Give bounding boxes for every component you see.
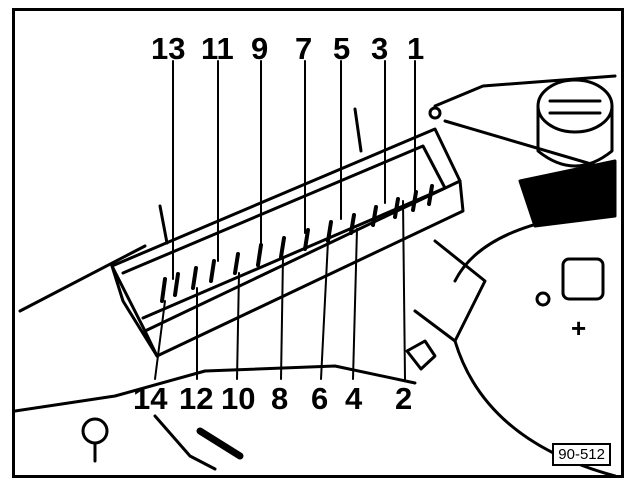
pin-label-6: 6 [311,381,329,416]
pin-label-2: 2 [395,381,413,416]
pin-label-14: 14 [133,381,168,416]
round-cap-body [536,104,614,168]
contact-slots [160,184,434,303]
connector-illustration [15,60,617,475]
fastener-ring [81,417,109,445]
pin-label-11: 11 [201,31,234,66]
plus-symbol: + [571,313,587,343]
pin-label-10: 10 [221,381,256,416]
pin-label-9: 9 [251,31,269,66]
connector-inner-rim [121,144,447,320]
panel-edge-line [18,244,147,313]
pin-label-13: 13 [151,31,186,66]
guide-post-left [158,204,169,245]
mount-bolt [405,339,437,371]
base-edge-line [15,364,417,413]
bracket-outline [413,239,487,343]
small-hole [428,106,442,120]
pin-label-12: 12 [179,381,214,416]
cover-curve-inner [453,339,617,475]
dark-band [518,159,617,228]
cable-plug [196,427,244,460]
pin-label-3: 3 [371,31,389,66]
leader-lines-bottom [154,200,406,380]
leader-lines-top [172,60,416,280]
cover-edge-line-lower [443,119,617,173]
guide-post-right [353,107,363,153]
figure-reference: 90-512 [552,443,611,466]
round-cap-slots [548,99,602,115]
pin-label-4: 4 [345,381,363,416]
terminal-screw [535,291,551,307]
pin-label-7: 7 [295,31,313,66]
diagram-frame: 13 11 9 7 5 3 1 14 12 10 8 6 4 2 + 90-51… [12,8,624,478]
round-cap [536,78,614,134]
pin-label-5: 5 [333,31,351,66]
pin-label-1: 1 [407,31,425,66]
pin-label-8: 8 [271,381,289,416]
connector-left-face [110,264,159,358]
cable-line [153,414,217,471]
terminal-post [561,257,605,301]
